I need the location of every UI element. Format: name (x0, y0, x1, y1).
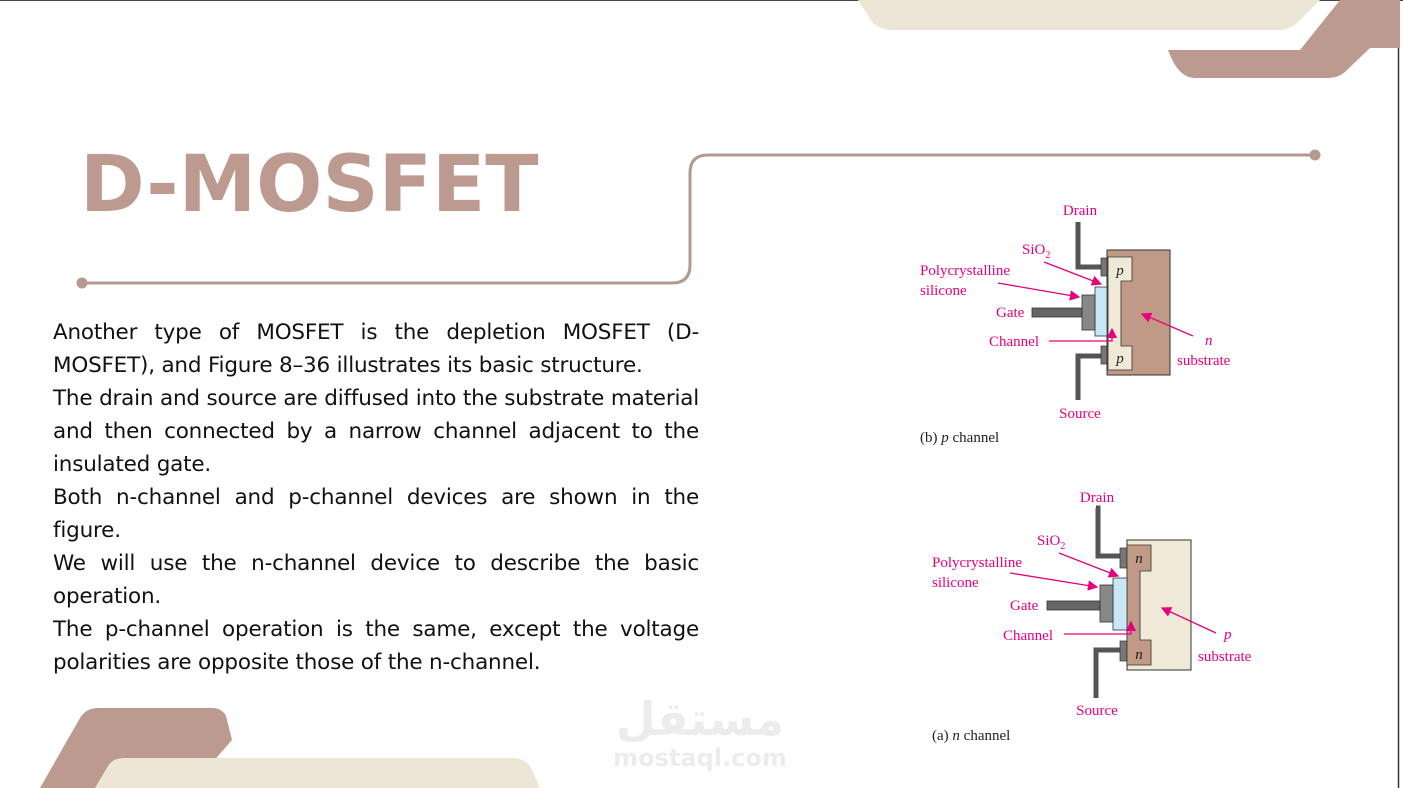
paragraph: Both n-channel and p-channel devices are… (53, 485, 699, 543)
divider-dot-left (76, 277, 88, 289)
drain-label: Drain (1063, 203, 1098, 219)
drain-wire (1095, 505, 1120, 559)
poly-gate (1081, 294, 1096, 331)
sio2-label: SiO2 (1037, 533, 1065, 552)
source-label: Source (1076, 703, 1118, 719)
divider-line (82, 153, 1315, 285)
gate-terminal (1046, 600, 1101, 611)
divider-dot-right (1309, 149, 1321, 161)
source-wire (1093, 647, 1120, 698)
source-wire (1075, 353, 1102, 400)
top-mauve-shape (1168, 0, 1400, 78)
slide-body: Another type of MOSFET is the depletion … (53, 316, 699, 679)
gate-label: Gate (1010, 598, 1039, 614)
n-region-label: n (1135, 647, 1143, 663)
p-region-label: p (1115, 263, 1124, 279)
channel-label: Channel (1003, 628, 1053, 644)
poly-gate (1099, 584, 1114, 623)
channel-label: Channel (989, 334, 1039, 350)
drain-wire (1075, 222, 1102, 270)
watermark-arabic: مستقل (616, 692, 784, 746)
poly-label-2: silicone (920, 283, 967, 299)
bottom-beige-shape (95, 758, 540, 788)
figure-caption: (b) p channel (920, 430, 999, 446)
substrate-label: substrate (1198, 649, 1252, 665)
gate-label: Gate (996, 305, 1025, 321)
substrate-type-label: p (1223, 627, 1232, 643)
poly-label-2: silicone (932, 575, 979, 591)
sio2-label: SiO2 (1022, 242, 1050, 261)
sio2-layer (1094, 286, 1108, 337)
paragraph: The drain and source are diffused into t… (53, 386, 699, 477)
substrate-label: substrate (1177, 353, 1231, 369)
poly-label: Polycrystalline (920, 263, 1010, 279)
source-label: Source (1059, 406, 1101, 422)
drain-label: Drain (1080, 490, 1115, 506)
p-regions-channel (1107, 256, 1133, 371)
figure-p-channel: p p Drain SiO2 Polycrystalline silicone … (920, 203, 1231, 446)
n-regions-channel (1126, 544, 1152, 666)
watermark-latin: mostaql.com (613, 744, 787, 772)
figure-n-channel: n n Drain SiO2 Polycrystalline silicone … (932, 490, 1252, 744)
gate-terminal (1031, 307, 1083, 318)
p-region-label: p (1115, 351, 1124, 367)
poly-label: Polycrystalline (932, 555, 1022, 571)
figure-caption: (a) n channel (932, 728, 1010, 744)
top-beige-shape (858, 0, 1320, 30)
paragraph: The p-channel operation is the same, exc… (53, 617, 699, 675)
n-region-label: n (1135, 551, 1143, 567)
paragraph: We will use the n-channel device to desc… (53, 551, 699, 609)
paragraph: Another type of MOSFET is the depletion … (53, 320, 699, 378)
substrate-type-label: n (1205, 333, 1213, 349)
sio2-layer (1112, 577, 1128, 631)
slide-title: D-MOSFET (80, 140, 539, 230)
